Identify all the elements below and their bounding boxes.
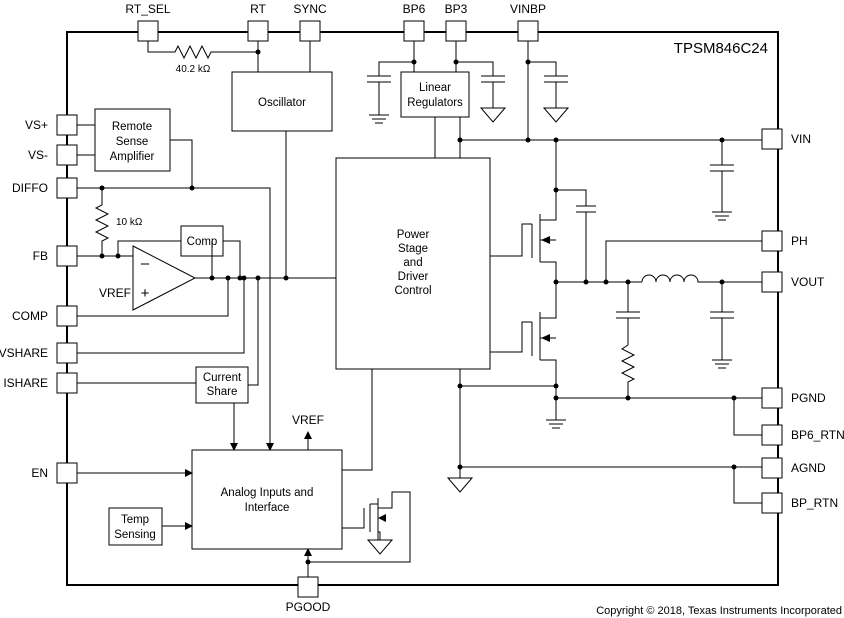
svg-text:Sensing: Sensing: [114, 529, 156, 541]
pgood-mosfet: [304, 491, 411, 577]
svg-text:Analog Inputs and: Analog Inputs and: [221, 487, 314, 499]
high-side-mosfet: [490, 140, 596, 282]
vref-output: VREF: [292, 413, 324, 450]
svg-text:SYNC: SYNC: [293, 2, 327, 16]
pin-vinbp: VINBP: [510, 2, 546, 42]
pin-rt: RT: [247, 2, 269, 42]
pin-rt-sel: RT_SEL: [125, 2, 171, 42]
oscillator-block: Oscillator: [231, 71, 333, 132]
svg-text:BP6: BP6: [403, 2, 426, 16]
svg-text:Temp: Temp: [121, 514, 149, 526]
comp-block: Comp: [180, 225, 224, 257]
svg-text:PGND: PGND: [791, 391, 826, 405]
output-stage: [556, 240, 762, 398]
svg-text:RT: RT: [250, 2, 266, 16]
bp3-capacitor: [453, 41, 507, 123]
svg-text:FB: FB: [33, 249, 48, 263]
pin-en: EN: [31, 462, 78, 484]
power-stage-driver-block: Power Stage and Driver Control: [335, 157, 491, 370]
analog-inputs-interface-block: Analog Inputs and Interface: [191, 449, 343, 550]
pin-pgood: PGOOD: [286, 576, 331, 614]
svg-text:VOUT: VOUT: [791, 275, 825, 289]
svg-text:COMP: COMP: [12, 309, 48, 323]
vin-bus: [457, 117, 762, 221]
rt-resistor: 40.2 kΩ: [147, 41, 258, 75]
svg-text:Oscillator: Oscillator: [258, 97, 306, 109]
pgnd-bus: [457, 369, 762, 467]
bp6-capacitor: [367, 41, 417, 124]
svg-text:VIN: VIN: [791, 132, 811, 146]
svg-text:Remote: Remote: [112, 121, 152, 133]
svg-text:and: and: [403, 257, 422, 269]
temp-sensing-block: Temp Sensing: [108, 507, 163, 546]
comp-net: [77, 131, 336, 386]
vinbp-capacitor: [525, 41, 570, 140]
agnd-bus: [446, 464, 762, 504]
wire-rsa-out: [170, 139, 193, 188]
svg-text:VINBP: VINBP: [510, 2, 546, 16]
svg-text:EN: EN: [31, 466, 48, 480]
pin-vout: VOUT: [761, 271, 825, 293]
pin-bp6: BP6: [403, 2, 426, 42]
svg-text:BP6_RTN: BP6_RTN: [791, 428, 844, 442]
copyright-notice: Copyright © 2018, Texas Instruments Inco…: [596, 605, 842, 617]
error-amplifier: – +: [132, 245, 197, 311]
vref-amp-label: VREF: [99, 286, 131, 300]
svg-text:PGOOD: PGOOD: [286, 600, 331, 614]
svg-text:Power: Power: [397, 229, 430, 241]
pin-diffo: DIFFO: [12, 177, 78, 199]
svg-text:Stage: Stage: [398, 243, 428, 255]
svg-text:Comp: Comp: [187, 236, 218, 248]
pin-fb: FB: [33, 245, 78, 267]
svg-text:VS+: VS+: [25, 118, 48, 132]
svg-text:RT_SEL: RT_SEL: [125, 2, 170, 16]
svg-text:BP_RTN: BP_RTN: [791, 496, 838, 510]
svg-text:AGND: AGND: [791, 461, 826, 475]
svg-text:VREF: VREF: [292, 413, 324, 427]
svg-text:Linear: Linear: [419, 82, 451, 94]
svg-text:VSHARE: VSHARE: [0, 346, 48, 360]
pin-pgnd: PGND: [761, 387, 826, 409]
pin-agnd: AGND: [761, 457, 826, 479]
diffo-net: 10 kΩ: [77, 185, 274, 451]
svg-text:–: –: [141, 255, 150, 272]
svg-text:+: +: [141, 285, 150, 302]
pin-bp6-rtn: BP6_RTN: [761, 424, 844, 446]
wire-analog-to-power: [342, 369, 373, 471]
svg-text:40.2 kΩ: 40.2 kΩ: [176, 64, 211, 75]
svg-text:Driver: Driver: [398, 271, 429, 283]
svg-text:DIFFO: DIFFO: [12, 181, 48, 195]
svg-text:Sense: Sense: [116, 136, 149, 148]
svg-text:BP3: BP3: [445, 2, 468, 16]
svg-text:VS-: VS-: [28, 148, 48, 162]
linear-regulators-block: Linear Regulators: [400, 71, 470, 118]
current-share-block: Current Share: [195, 366, 249, 404]
pin-bp3: BP3: [445, 2, 468, 42]
pin-ishare: ISHARE: [3, 372, 78, 394]
svg-text:Control: Control: [394, 285, 431, 297]
pin-vin: VIN: [761, 128, 811, 150]
low-side-mosfet: [490, 279, 559, 398]
pin-comp: COMP: [12, 305, 78, 327]
svg-text:Interface: Interface: [245, 502, 290, 514]
svg-text:ISHARE: ISHARE: [3, 376, 48, 390]
pin-vshare: VSHARE: [0, 342, 78, 364]
svg-text:Regulators: Regulators: [407, 97, 463, 109]
svg-text:10 kΩ: 10 kΩ: [116, 217, 143, 228]
pin-vs-minus: VS-: [28, 144, 78, 166]
pin-vs-plus: VS+: [25, 114, 78, 136]
pin-bp-rtn: BP_RTN: [761, 492, 838, 514]
svg-text:Amplifier: Amplifier: [110, 151, 155, 163]
device-name: TPSM846C24: [674, 40, 768, 57]
svg-text:PH: PH: [791, 234, 808, 248]
pin-sync: SYNC: [293, 2, 327, 42]
remote-sense-amplifier-block: Remote Sense Amplifier: [94, 108, 171, 172]
pin-ph: PH: [761, 230, 808, 252]
svg-text:Share: Share: [207, 386, 238, 398]
svg-text:Current: Current: [203, 372, 242, 384]
